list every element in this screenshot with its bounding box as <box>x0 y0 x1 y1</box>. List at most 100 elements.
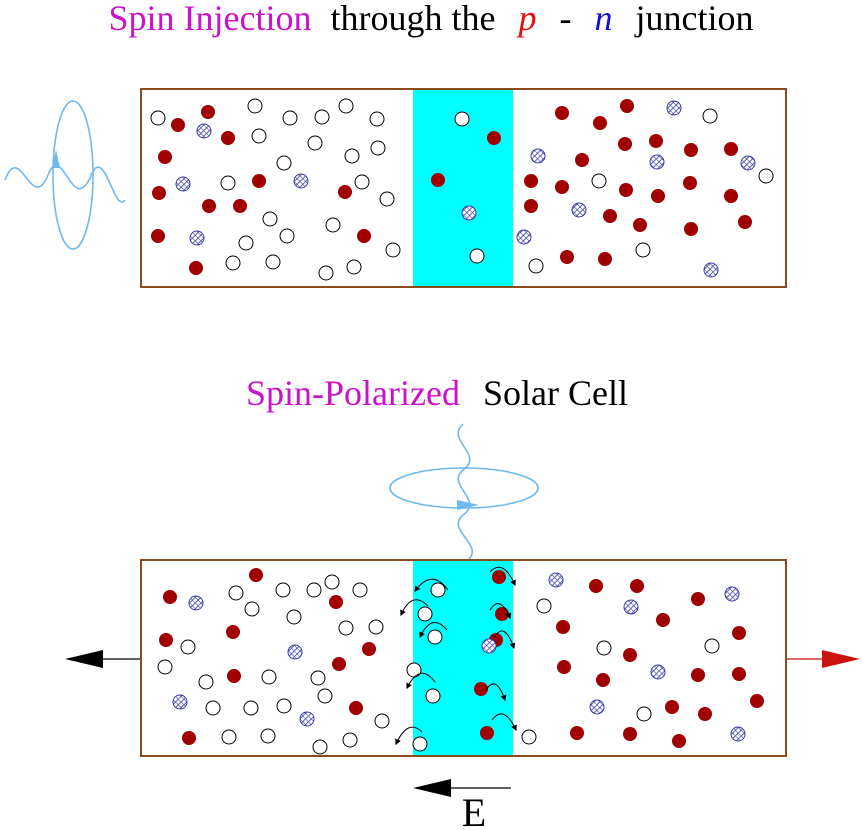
filled-electron-icon <box>555 180 569 194</box>
hop-arrow <box>400 599 429 617</box>
hollow-hole-icon <box>338 620 354 636</box>
top-title-spin-injection: Spin Injection <box>109 0 312 38</box>
filled-electron-icon <box>163 590 177 604</box>
right-current-arrow <box>787 650 860 668</box>
hollow-hole-icon <box>454 111 470 127</box>
hollow-hole-icon <box>338 98 354 114</box>
spin-polarized-particle-icon <box>172 694 188 710</box>
hollow-hole-icon <box>702 108 718 124</box>
hollow-hole-icon <box>205 700 221 716</box>
hollow-hole-icon <box>591 173 607 189</box>
filled-electron-icon <box>649 134 663 148</box>
hollow-hole-icon <box>275 582 291 598</box>
filled-electron-icon <box>202 199 216 213</box>
filled-electron-icon <box>593 116 607 130</box>
spin-polarized-particle-icon <box>189 230 205 246</box>
filled-electron-icon <box>732 626 746 640</box>
bottom-title: Spin-Polarized Solar Cell <box>246 373 628 413</box>
filled-electron-icon <box>623 648 637 662</box>
spin-polarized-particle-icon <box>666 100 682 116</box>
hollow-hole-icon <box>379 191 395 207</box>
filled-electron-icon <box>665 700 679 714</box>
filled-electron-icon <box>524 199 538 213</box>
filled-electron-icon <box>492 570 506 584</box>
hollow-hole-icon <box>354 174 370 190</box>
bottom-title-solar-cell: Solar Cell <box>483 373 628 413</box>
hollow-hole-icon <box>180 639 196 655</box>
bottom-particles <box>157 568 764 755</box>
filled-electron-icon <box>557 660 571 674</box>
filled-electron-icon <box>630 579 644 593</box>
hollow-hole-icon <box>312 739 328 755</box>
filled-electron-icon <box>589 579 603 593</box>
hollow-hole-icon <box>276 698 292 714</box>
hollow-hole-icon <box>317 688 333 704</box>
hollow-hole-icon <box>276 155 292 171</box>
filled-electron-icon <box>732 667 746 681</box>
hollow-hole-icon <box>385 242 401 258</box>
filled-electron-icon <box>357 229 371 243</box>
filled-electron-icon <box>474 682 488 696</box>
spin-polarized-particle-icon <box>461 205 477 221</box>
hollow-hole-icon <box>260 728 276 744</box>
filled-electron-icon <box>151 229 165 243</box>
spin-polarized-particle-icon <box>650 664 666 680</box>
hollow-hole-icon <box>352 582 368 598</box>
hollow-hole-icon <box>150 110 166 126</box>
filled-electron-icon <box>684 222 698 236</box>
filled-electron-icon <box>633 218 647 232</box>
filled-electron-icon <box>332 657 346 671</box>
circularly-polarized-light-icon <box>4 100 126 250</box>
top-title-dash: - <box>559 0 571 38</box>
spin-polarized-particle-icon <box>649 154 665 170</box>
spin-polarized-particle-icon <box>589 699 605 715</box>
hollow-hole-icon <box>243 700 259 716</box>
hop-arrow <box>489 566 516 587</box>
spin-polarized-particle-icon <box>724 586 740 602</box>
hollow-hole-icon <box>221 729 237 745</box>
top-title-p: p <box>515 0 536 38</box>
filled-electron-icon <box>560 250 574 264</box>
filled-electron-icon <box>159 633 173 647</box>
hollow-hole-icon <box>635 242 651 258</box>
filled-electron-icon <box>555 106 569 120</box>
spin-polarized-particle-icon <box>516 229 532 245</box>
top-title-junction: junction <box>633 0 753 38</box>
filled-electron-icon <box>691 668 705 682</box>
filled-electron-icon <box>698 707 712 721</box>
hollow-hole-icon <box>282 110 298 126</box>
filled-electron-icon <box>596 673 610 687</box>
hollow-hole-icon <box>306 582 322 598</box>
filled-electron-icon <box>684 143 698 157</box>
filled-electron-icon <box>171 118 185 132</box>
filled-electron-icon <box>620 99 634 113</box>
hop-arrow <box>406 672 436 690</box>
bottom-title-spin-polarized: Spin-Polarized <box>246 373 460 413</box>
hop-arrow <box>485 683 507 702</box>
hollow-hole-icon <box>417 606 433 622</box>
filled-electron-icon <box>556 620 570 634</box>
electric-field-label: E <box>462 790 486 830</box>
filled-electron-icon <box>623 727 637 741</box>
hollow-hole-icon <box>369 111 385 127</box>
filled-electron-icon <box>487 131 501 145</box>
hollow-hole-icon <box>279 228 295 244</box>
hollow-hole-icon <box>370 140 386 156</box>
hollow-hole-icon <box>536 598 552 614</box>
filled-electron-icon <box>619 183 633 197</box>
spin-polarized-particle-icon <box>548 572 564 588</box>
filled-electron-icon <box>524 174 538 188</box>
hollow-hole-icon <box>261 669 277 685</box>
hollow-hole-icon <box>265 254 281 270</box>
hollow-hole-icon <box>314 109 330 125</box>
filled-electron-icon <box>750 694 764 708</box>
filled-electron-icon <box>158 150 172 164</box>
filled-electron-icon <box>152 186 166 200</box>
bottom-panel <box>140 559 787 757</box>
filled-electron-icon <box>189 261 203 275</box>
hollow-hole-icon <box>247 98 263 114</box>
hop-arrow <box>414 578 449 592</box>
carrier-hop-arrows <box>395 566 517 746</box>
spin-polarized-particle-icon <box>623 599 639 615</box>
filled-electron-icon <box>738 215 752 229</box>
